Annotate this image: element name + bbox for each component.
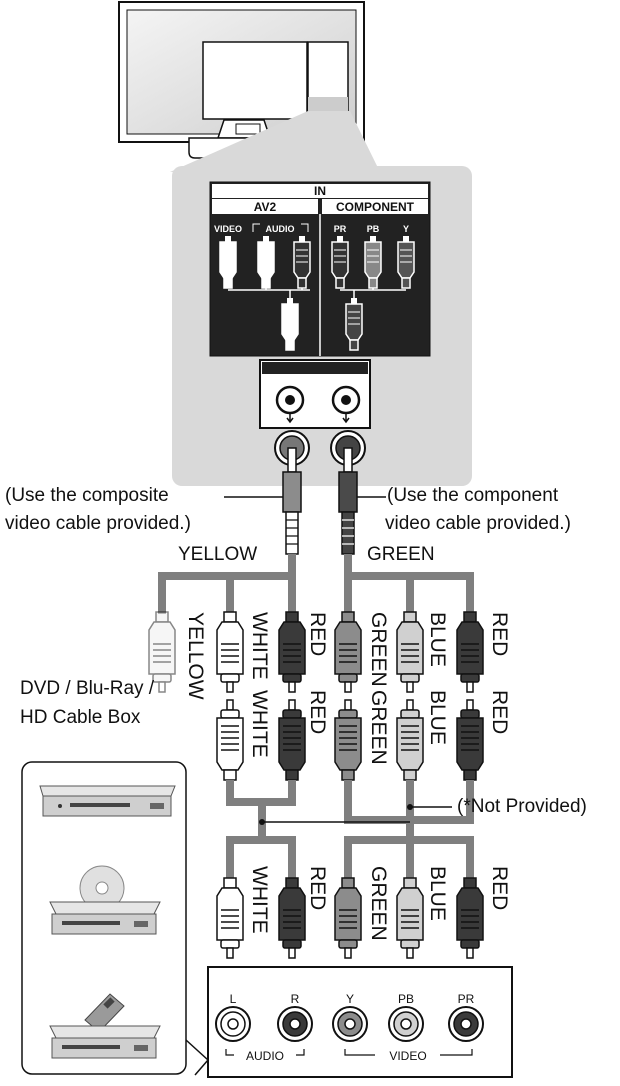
top-label-white: WHITE <box>248 612 271 680</box>
not-provided-note: (*Not Provided) <box>457 796 587 817</box>
plug-white-middle-icon <box>216 699 244 781</box>
jack-y-icon <box>332 1006 368 1042</box>
plug-red-bottom-icon <box>278 877 306 959</box>
middle-label-green: GREEN <box>367 690 390 765</box>
bottom-label-white: WHITE <box>248 866 271 934</box>
panel-component-label: COMPONENT <box>336 200 415 214</box>
callout-wedge <box>170 111 380 172</box>
plug-green-top-icon <box>334 611 362 693</box>
yellow-cable-label: YELLOW <box>178 544 258 565</box>
port-y-label: Y <box>346 992 354 1006</box>
cable-box-icon <box>49 993 161 1059</box>
middle-label-white: WHITE <box>248 690 271 758</box>
middle-label-red2: RED <box>488 690 511 735</box>
top-label-red: RED <box>306 612 329 657</box>
port-audio-label: AUDIO <box>246 1049 284 1063</box>
middle-label-blue: BLUE <box>426 690 449 745</box>
top-label-red2: RED <box>488 612 511 657</box>
top-label-blue: BLUE <box>426 612 449 667</box>
port-r-label: R <box>291 992 300 1006</box>
panel-av2-label: AV2 <box>254 200 277 214</box>
component-adapter-cable <box>338 447 358 555</box>
bottom-cable-merges <box>226 780 474 880</box>
plug-green-middle-icon <box>334 699 362 781</box>
plug-red-top-icon <box>278 611 306 693</box>
blu-ray-player-icon <box>49 865 161 935</box>
composite-adapter-cable <box>282 447 302 555</box>
plug-white-bottom-icon <box>216 877 244 959</box>
panel-y-label: Y <box>403 224 409 234</box>
panel-pr-label: PR <box>334 224 347 234</box>
bottom-label-red2: RED <box>488 866 511 911</box>
panel-pb-label: PB <box>367 224 380 234</box>
plug-red-middle-icon <box>278 699 306 781</box>
panel-audio-label: AUDIO <box>266 224 295 234</box>
top-label-yellow: YELLOW <box>184 612 207 700</box>
devices-box <box>21 761 209 1075</box>
jack-pb-icon <box>388 1006 424 1042</box>
input-panel: IN AV2 COMPONENT VIDEO AUDIO PR PB Y <box>209 181 431 357</box>
component-note-line1: (Use the component <box>387 485 559 506</box>
plug-blue-middle-icon <box>396 699 424 781</box>
middle-label-red: RED <box>306 690 329 735</box>
component-note-line2: video cable provided.) <box>385 513 571 534</box>
bottom-label-green: GREEN <box>367 866 390 941</box>
port-video-label: VIDEO <box>389 1049 426 1063</box>
panel-in-label: IN <box>314 184 326 198</box>
adapter-jacks <box>259 359 371 429</box>
dvd-player-icon <box>39 785 176 817</box>
top-label-green: GREEN <box>367 612 390 687</box>
composite-note-line1: (Use the composite <box>5 485 169 506</box>
plug-green-bottom-icon <box>334 877 362 959</box>
plug-white-top-icon <box>216 611 244 693</box>
plug-red2-bottom-icon <box>456 877 484 959</box>
jack-r-icon <box>277 1006 313 1042</box>
plug-blue-bottom-icon <box>396 877 424 959</box>
port-pr-label: PR <box>458 992 475 1006</box>
plug-red2-top-icon <box>456 611 484 693</box>
device-label-line2: HD Cable Box <box>20 707 141 728</box>
green-cable-label: GREEN <box>367 544 435 565</box>
device-label-line1: DVD / Blu-Ray / <box>20 678 155 699</box>
port-l-label: L <box>230 992 237 1006</box>
port-pb-label: PB <box>398 992 414 1006</box>
plug-blue-top-icon <box>396 611 424 693</box>
jack-l-icon <box>215 1006 251 1042</box>
composite-note-line2: video cable provided.) <box>5 513 191 534</box>
bottom-label-red: RED <box>306 866 329 911</box>
plug-red2-middle-icon <box>456 699 484 781</box>
bottom-label-blue: BLUE <box>426 866 449 921</box>
device-output-panel: L R Y PB PR AUDIO VIDEO <box>194 966 513 1078</box>
top-cable-splits <box>158 554 474 614</box>
panel-video-label: VIDEO <box>214 224 242 234</box>
jack-pr-icon <box>448 1006 484 1042</box>
